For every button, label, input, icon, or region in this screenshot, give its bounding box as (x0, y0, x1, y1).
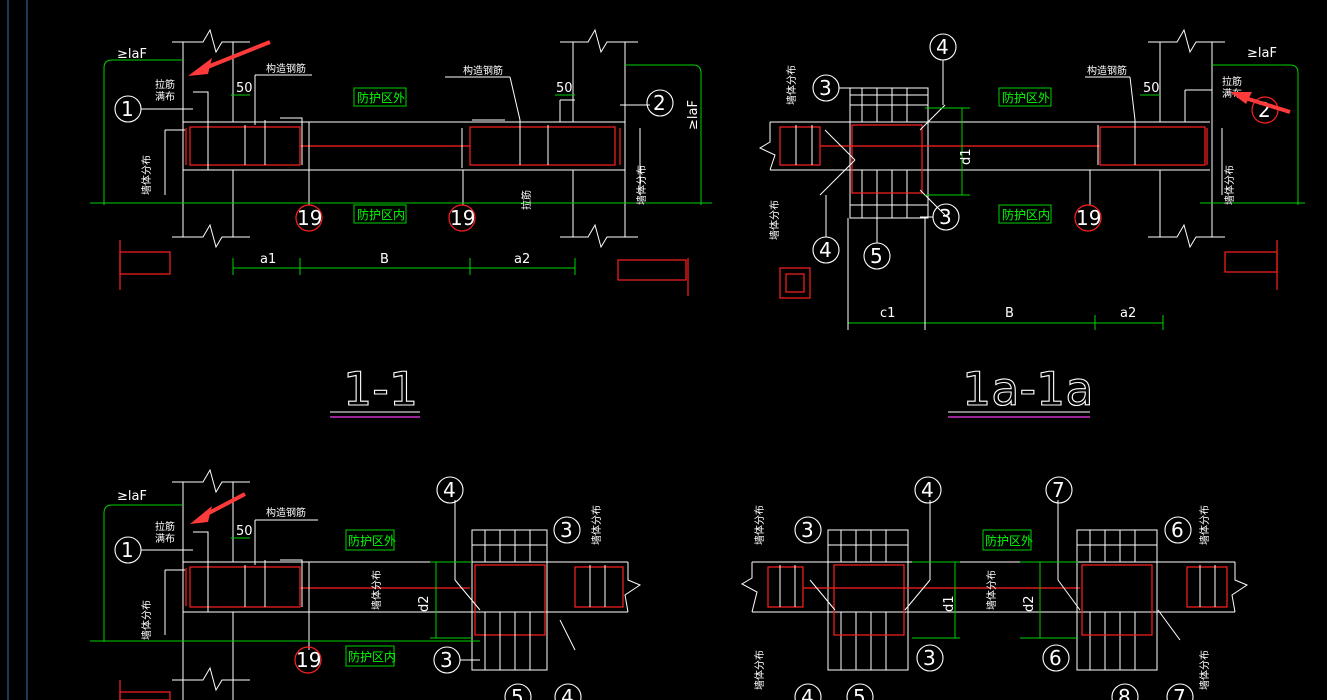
wall-dist-mid: 墙体分布 (985, 570, 998, 610)
callout-bubble (295, 204, 323, 232)
tie-label-rotated: 拉筋 (520, 190, 533, 210)
callout-4-bottom: 4 (801, 685, 814, 700)
tie-label-2: 满布 (155, 533, 175, 545)
wall-dist-right: 墙体分布 (590, 505, 603, 545)
section-1-1: ≥laF 拉筋 满布 构造钢筋 构造钢筋 50 50 防护区外 防护区内 墙体分… (90, 28, 712, 418)
section-1a-1a: 构造钢筋 50 ≥laF 拉筋 满布 防护区外 防护区内 墙体分布 墙体分布 墙… (758, 28, 1305, 418)
callout-3-bottom: 3 (440, 648, 453, 672)
tie-label: 拉筋 (155, 520, 175, 533)
section-bottom-left: ≥laF 拉筋 满布 构造钢筋 50 防护区外 防护区内 墙体分布 墙体分布 墙… (90, 468, 642, 700)
gouzao-label-right: 构造钢筋 (463, 64, 503, 77)
wall-dist-mid: 墙体分布 (370, 570, 383, 610)
dim-B: B (1005, 306, 1014, 321)
callout-3-bottom: 3 (939, 205, 952, 229)
inside-box (353, 204, 407, 224)
arrow-head-icon (1230, 92, 1252, 104)
callout-1: 1 (121, 97, 134, 121)
dim-50-right: 50 (556, 81, 573, 96)
dim-50: 50 (236, 524, 253, 539)
inside-label: 防护区内 (348, 649, 396, 664)
dim-50: 50 (1143, 81, 1160, 96)
wall-dist-top: 墙体分布 (785, 65, 798, 105)
anchor-label: ≥laF (117, 489, 147, 504)
outside-label: 防护区外 (348, 533, 396, 548)
wall-dist-top-left: 墙体分布 (753, 505, 766, 545)
callout-3-top: 3 (819, 76, 832, 100)
arrow-head-icon (190, 506, 212, 524)
outside-label: 防护区外 (357, 90, 405, 105)
dim-c1: c1 (880, 306, 895, 321)
section-title-1-1: 1-1 (343, 362, 418, 416)
callout-19: 19 (296, 648, 321, 672)
callout-1: 1 (121, 538, 134, 562)
callout-19: 19 (1076, 206, 1101, 230)
callout-2: 2 (653, 91, 666, 115)
wall-dist-top-right: 墙体分布 (1198, 505, 1211, 545)
dim-a2: a2 (1120, 306, 1136, 321)
wall-dist-bottom: 墙体分布 (768, 200, 781, 240)
arrow-icon (204, 492, 246, 517)
break-line-bottom-left (172, 223, 250, 249)
outside-label: 防护区外 (1002, 90, 1050, 105)
tie-label-2: 满布 (155, 91, 175, 103)
dim-d1: d1 (959, 148, 974, 165)
callout-bubble (646, 89, 674, 117)
anchor-label: ≥laF (117, 47, 147, 62)
arrow-head-icon (188, 58, 212, 76)
dim-B: B (380, 252, 389, 267)
inside-label: 防护区内 (357, 207, 405, 222)
wall-dist-bottom-left: 墙体分布 (753, 650, 766, 690)
dim-a1: a1 (260, 252, 276, 267)
callout-4-top: 4 (936, 35, 949, 59)
callout-4-top: 4 (921, 478, 934, 502)
wall-dist-right: 墙体分布 (1223, 165, 1236, 205)
callout-4-bottom: 4 (819, 238, 832, 262)
gouzao-label: 构造钢筋 (266, 62, 306, 75)
callout-5: 5 (511, 685, 524, 700)
callout-7-bottom: 7 (1173, 685, 1186, 700)
callout-19-right: 19 (450, 206, 475, 230)
wall-dist-right: 墙体分布 (635, 165, 648, 205)
callout-3-bottom: 3 (923, 646, 936, 670)
callout-4-top: 4 (443, 478, 456, 502)
callout-bubble (448, 204, 476, 232)
dim-50-left: 50 (236, 81, 253, 96)
inside-label: 防护区内 (1002, 207, 1050, 222)
callout-4-bottom: 4 (561, 685, 574, 700)
tie-label: 拉筋 (155, 78, 175, 91)
dim-d2: d2 (417, 595, 432, 612)
outside-label: 防护区外 (985, 533, 1033, 548)
callout-3-top: 3 (560, 518, 573, 542)
callout-5: 5 (853, 685, 866, 700)
callout-5: 5 (870, 244, 883, 268)
tie-label: 拉筋 (1222, 75, 1242, 88)
callout-3-top: 3 (801, 518, 814, 542)
outside-box (353, 87, 407, 107)
callout-7-top: 7 (1052, 478, 1065, 502)
anchor-label: ≥laF (1247, 46, 1277, 61)
callout-6-bottom: 6 (1049, 646, 1062, 670)
arrow-icon (204, 40, 271, 70)
dim-a2: a2 (514, 252, 530, 267)
gouzao-label: 构造钢筋 (266, 506, 306, 519)
section-bottom-right: 防护区外 墙体分布 墙体分布 墙体分布 墙体分布 墙体分布 d1 d2 3 4 … (740, 476, 1249, 700)
anchor-label-right: ≥laF (686, 100, 701, 130)
callout-19-left: 19 (297, 206, 322, 230)
dim-d1: d1 (942, 595, 957, 612)
section-title-1a-1a: 1a-1a (962, 362, 1094, 416)
dim-d2: d2 (1022, 595, 1037, 612)
wall-dist-left: 墙体分布 (140, 155, 153, 195)
callout-6-top: 6 (1171, 518, 1184, 542)
callout-8: 8 (1118, 685, 1131, 700)
wall-dist-left: 墙体分布 (140, 600, 153, 640)
wall-dist-bottom-right: 墙体分布 (1198, 650, 1211, 690)
gouzao-label: 构造钢筋 (1087, 64, 1127, 77)
arrow-icon (1244, 96, 1291, 114)
break-line-top-left (172, 28, 250, 54)
